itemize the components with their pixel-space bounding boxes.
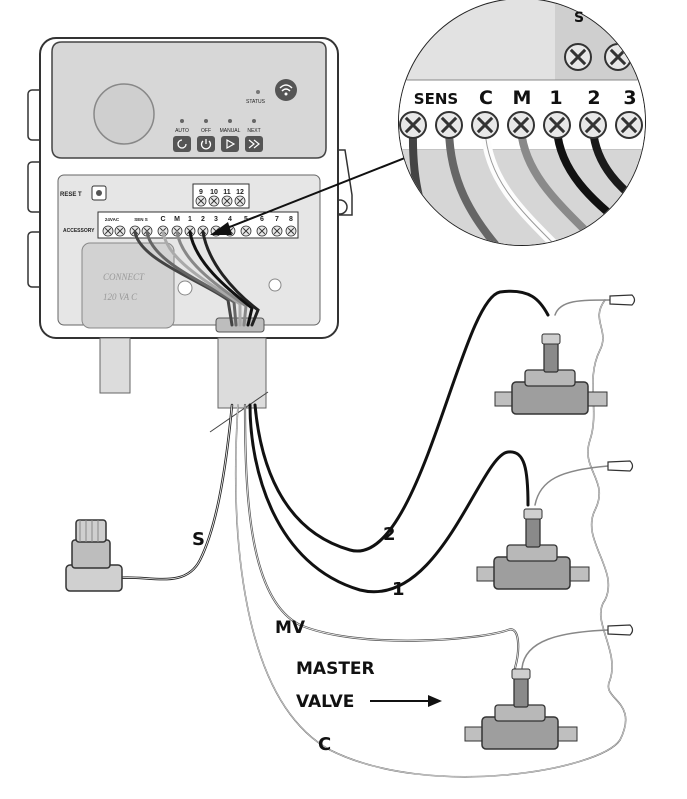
accessory-label: ACCESSORY: [63, 228, 95, 234]
control-button-auto[interactable]: AUTO: [173, 119, 191, 152]
terminal-screw: [221, 195, 233, 207]
terminal-screw: [271, 225, 283, 237]
status-label: STATUS: [246, 99, 266, 105]
control-button-label: OFF: [201, 128, 211, 134]
zone1-wire-label: 1: [392, 579, 405, 600]
upper-terminal-label: 9: [199, 189, 203, 196]
sensor-wire-label: S: [192, 529, 205, 550]
terminal-screw: [240, 225, 252, 237]
master-valve: [464, 668, 578, 750]
terminal-screw: [256, 225, 268, 237]
terminal-screw: [195, 195, 207, 207]
zoom-terminal-screw: [579, 111, 607, 139]
wifi-icon[interactable]: [275, 79, 297, 101]
callout-line1: MASTER: [296, 659, 375, 679]
zoom-terminal-screw: [564, 43, 592, 71]
lower-terminal-label: C: [160, 216, 165, 223]
lower-terminal-label: 1: [188, 216, 192, 223]
voltage-label: 120 VA C: [103, 292, 138, 302]
terminal-screw: [208, 195, 220, 207]
fast-forward-icon: [245, 136, 263, 152]
power-icon: [197, 136, 215, 152]
zoom-top-partial-label: S: [574, 10, 584, 26]
zoom-terminal-label: C: [479, 87, 493, 109]
control-button-manual[interactable]: MANUAL: [220, 119, 241, 152]
control-button-next[interactable]: NEXT: [245, 119, 263, 152]
terminal-screw: [285, 225, 297, 237]
upper-terminal-strip: 9 10 11 12: [192, 183, 250, 209]
zoom-terminal-screw: [543, 111, 571, 139]
common-wire-label: C: [318, 734, 331, 755]
lower-terminal-label: 6: [260, 216, 264, 223]
play-icon: [221, 136, 239, 152]
master-valve-wire-label: MV: [275, 618, 306, 638]
zone2-valve: [494, 333, 608, 415]
lower-terminal-label: M: [174, 216, 180, 223]
master-valve-callout: MASTER VALVE: [296, 659, 442, 712]
terminal-screw: [114, 225, 126, 237]
zoom-terminal-screw: [435, 111, 463, 139]
zoom-terminal-label: SENS: [414, 90, 458, 108]
wire-nut: [607, 460, 634, 472]
connect-label: CONNECT: [103, 272, 145, 282]
lower-terminal-label: 8: [289, 216, 293, 223]
refresh-icon: [173, 136, 191, 152]
control-buttons[interactable]: AUTO OFF MANUAL NEXT: [173, 119, 263, 152]
zone2-wire-label: 2: [383, 524, 396, 545]
zone1-valve: [476, 508, 590, 590]
wire-nut: [609, 294, 636, 306]
control-button-label: AUTO: [175, 128, 189, 134]
control-button-off[interactable]: OFF: [197, 119, 215, 152]
upper-terminal-label: 11: [223, 189, 231, 196]
callout-line2: VALVE: [296, 692, 354, 712]
controller-labels: STATUS RESE T ACCESSORY CONNECT 120 VA C: [60, 99, 266, 302]
reset-label: RESE T: [60, 192, 82, 198]
control-button-label: MANUAL: [220, 128, 241, 134]
terminal-screw: [234, 195, 246, 207]
wire-nut: [607, 624, 634, 636]
lower-terminal-label: 3: [214, 216, 218, 223]
zoom-terminal-label: 3: [623, 87, 636, 109]
zoom-terminal-screw: [507, 111, 535, 139]
lower-terminal-label: 4: [228, 216, 232, 223]
internal-wires: [133, 230, 260, 327]
zoom-pointer-arrow: [210, 151, 421, 235]
callout-arrow-icon: [428, 695, 442, 707]
zoom-terminal-screw: [471, 111, 499, 139]
controller-housing: [27, 37, 353, 433]
terminal-screw: [102, 225, 114, 237]
lower-terminal-label: SEN S: [134, 217, 148, 222]
wire-labels: S 2 1 MV C: [192, 524, 405, 755]
lower-terminal-label: 24VAC: [105, 217, 120, 222]
upper-terminal-label: 12: [236, 189, 244, 196]
field-wires: [116, 289, 627, 778]
zoom-terminal-screw: [615, 111, 643, 139]
lower-terminal-label: 7: [275, 216, 279, 223]
zoom-terminal-label: M: [513, 87, 532, 109]
lower-terminal-label: 2: [201, 216, 205, 223]
wire-nut-connectors: [607, 294, 636, 636]
zoom-terminal-label: 1: [549, 87, 562, 109]
solenoid-valves: [464, 333, 608, 750]
rain-sensor: [65, 519, 123, 592]
upper-terminal-label: 10: [210, 189, 218, 196]
zoom-terminal-screw: [399, 111, 427, 139]
control-button-label: NEXT: [247, 128, 260, 134]
zoom-terminal-label: 2: [587, 87, 600, 109]
